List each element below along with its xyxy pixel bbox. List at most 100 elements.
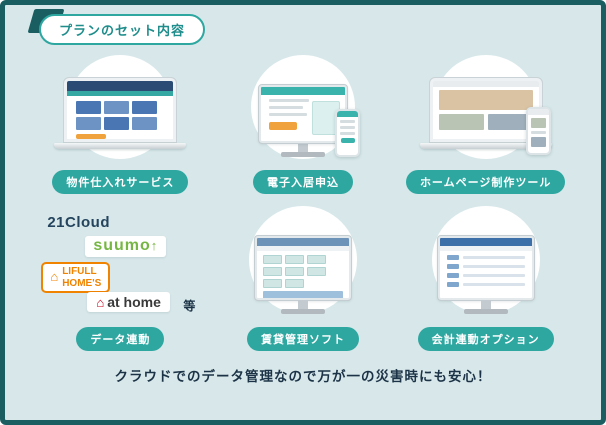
photo-block — [438, 114, 484, 130]
decor-line — [462, 265, 525, 268]
illustration-rental-management — [212, 204, 395, 320]
laptop-mockup — [54, 77, 187, 149]
title-badge: プランのセット内容 — [27, 9, 206, 45]
ledger-row — [446, 282, 525, 287]
listing-tile — [132, 101, 158, 114]
decor-line — [340, 132, 356, 135]
toolbar — [439, 246, 532, 251]
row-chip — [446, 255, 459, 260]
laptop-screen — [428, 77, 543, 143]
form-field — [284, 279, 304, 288]
ledger-row — [446, 264, 525, 269]
feature-card-accounting-option: 会計連動オプション — [394, 204, 577, 351]
feature-grid: 物件仕入れサービス — [5, 5, 601, 351]
ledger-row — [446, 273, 525, 278]
row-chip — [446, 282, 459, 287]
listing-tile — [76, 117, 102, 130]
illustration-property-sourcing — [29, 55, 212, 163]
submit-chip — [268, 122, 297, 130]
menu-bar — [256, 246, 349, 251]
form-field — [306, 255, 326, 264]
laptop-base — [419, 143, 552, 149]
decor-line — [268, 99, 309, 102]
feature-label: 賃貸管理ソフト — [246, 327, 359, 351]
phone-mockup — [526, 107, 551, 155]
logo-21cloud: 21Cloud — [47, 214, 111, 231]
monitor-foot — [280, 152, 325, 157]
monitor-mockup — [257, 84, 348, 157]
feature-label: 電子入居申込 — [252, 170, 353, 194]
monitor-foot — [280, 309, 325, 314]
window-title-bar — [439, 238, 532, 246]
monitor-screen — [257, 84, 348, 144]
monitor-neck — [297, 143, 308, 152]
listing-tile — [76, 101, 102, 114]
phone-mockup — [335, 109, 361, 157]
decor-line — [268, 113, 307, 116]
hero-image-block — [438, 90, 533, 110]
monitor-screen — [253, 235, 352, 301]
form-field — [262, 279, 282, 288]
form-field — [262, 255, 282, 264]
decor-line — [268, 106, 303, 109]
form-field — [306, 267, 326, 276]
ledger-row — [446, 255, 525, 260]
form-field-grid — [257, 251, 349, 288]
row-chip — [446, 264, 459, 269]
page-title: プランのセット内容 — [39, 14, 206, 45]
decor-line — [462, 256, 525, 259]
cta-chip — [76, 134, 107, 139]
laptop-screen — [63, 77, 178, 143]
screen-header-bar — [67, 81, 174, 91]
listing-tile — [104, 101, 130, 114]
screen-subheader-bar — [67, 91, 174, 96]
screen-header-bar — [260, 87, 345, 95]
illustration-homepage-tool — [394, 55, 577, 163]
feature-label: データ連動 — [76, 327, 165, 351]
footer-note: クラウドでのデータ管理なので万が一の災害時にも安心！ — [114, 369, 492, 384]
feature-label: 物件仕入れサービス — [52, 170, 189, 194]
feature-card-property-sourcing: 物件仕入れサービス — [29, 55, 212, 194]
monitor-mockup — [436, 235, 535, 314]
suumo-arrow-icon: ↑ — [150, 238, 159, 253]
form-field — [262, 267, 282, 276]
phone-header-bar — [528, 109, 549, 115]
window-title-bar — [256, 238, 349, 246]
illustration-e-application — [212, 55, 395, 163]
feature-card-e-application: 電子入居申込 — [212, 55, 395, 194]
photo-block — [487, 114, 533, 130]
monitor-mockup — [253, 235, 352, 314]
decor-line — [340, 126, 356, 129]
decor-line — [340, 120, 356, 123]
photo-block — [531, 137, 546, 147]
row-chip — [446, 273, 459, 278]
athome-wordmark: at home — [107, 294, 161, 310]
monitor-foot — [463, 309, 508, 314]
feature-card-homepage-tool: ホームページ制作ツール — [394, 55, 577, 194]
illustration-accounting-option — [394, 204, 577, 320]
logos-etc-note: 等 — [183, 299, 196, 313]
feature-card-rental-management: 賃貸管理ソフト — [212, 204, 395, 351]
feature-label: 会計連動オプション — [417, 327, 554, 351]
screen-header-bar — [432, 81, 539, 87]
house-icon: ⌂ — [50, 269, 59, 285]
photo-block — [531, 118, 546, 128]
lifull-line2: HOME'S — [62, 277, 102, 289]
laptop-mockup — [419, 77, 552, 149]
form-field — [284, 267, 304, 276]
phone-header-bar — [337, 111, 359, 117]
monitor-neck — [297, 300, 308, 309]
feature-label: ホームページ制作ツール — [405, 170, 566, 194]
photo-grid — [438, 114, 533, 130]
lifull-line1: LIFULL — [62, 266, 97, 277]
logo-suumo: suumo↑ — [85, 236, 167, 257]
laptop-base — [54, 143, 187, 149]
decor-line — [462, 274, 525, 277]
monitor-neck — [480, 300, 491, 309]
listing-tile — [104, 117, 130, 130]
